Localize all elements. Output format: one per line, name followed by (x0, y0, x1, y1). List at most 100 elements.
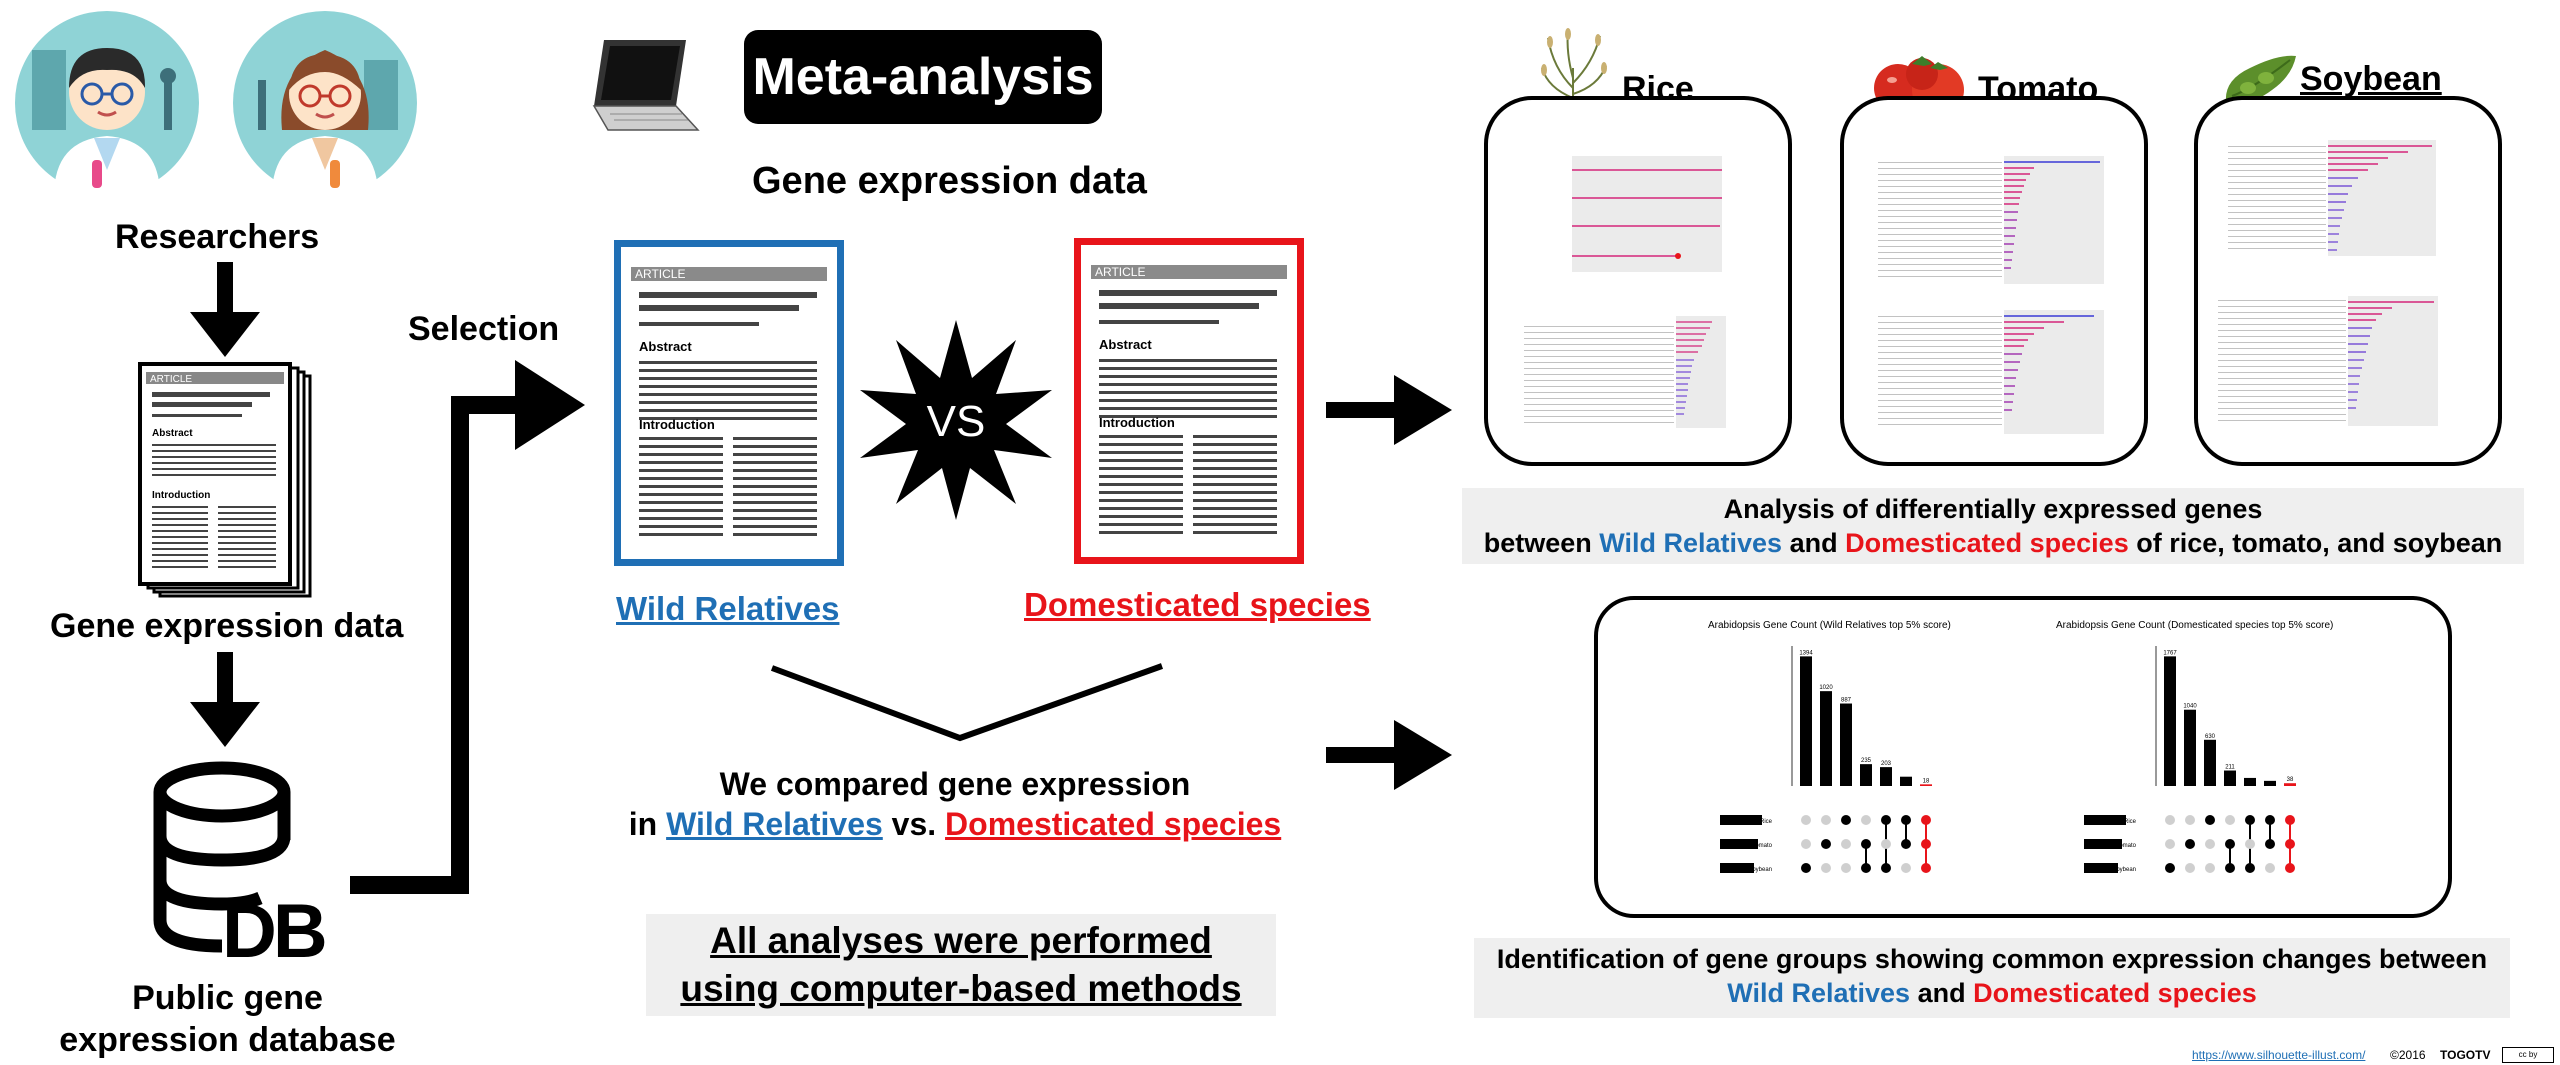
upset-wild-matrix-dot (1801, 863, 1811, 873)
upset-wild-matrix-dot (1861, 863, 1871, 873)
upset-wild-matrix-dot (1841, 863, 1851, 873)
rice-panel (1484, 96, 1792, 466)
upset-dom-set-label-1: Tomato (2116, 843, 2136, 849)
domesticated-label: Domesticated species (1024, 586, 1371, 623)
analysis-and-text: and (1782, 528, 1846, 558)
upset-dom-bar-label-3: 630 (2205, 734, 2216, 740)
upset-wild-set-size-bar-2 (1720, 863, 1754, 873)
upset-dom-set-label-2: Soybean (2112, 867, 2136, 873)
upset-wild-bar-2 (1820, 691, 1832, 786)
gene-expression-data-center-label: Gene expression data (752, 160, 1147, 202)
upset-wild-matrix-dot (1901, 815, 1911, 825)
computer-note-line-2: using computer-based methods (680, 968, 1242, 1009)
footer-copyright: ©2016 (2390, 1048, 2426, 1062)
identification-caption-box (1474, 938, 2510, 1018)
upset-wild-bar-label-5: 203 (1881, 761, 1892, 767)
soybean-icon (2225, 55, 2296, 104)
upset-dom-matrix-dot (2285, 815, 2295, 825)
computer-note-line-1: All analyses were performed (710, 920, 1212, 961)
wild-relatives-label: Wild Relatives (616, 590, 840, 627)
upset-dom-matrix-dot (2265, 863, 2275, 873)
upset-wild-matrix-dot (1921, 863, 1931, 873)
upset-dom-bar-label-2: 1040 (2183, 704, 2197, 710)
compare-wild-text: Wild Relatives (666, 806, 883, 842)
document-stack-icon: ARTICLE Abstract Introduction (138, 362, 312, 598)
upset-dom-bar-4 (2224, 770, 2236, 786)
upset-dom-matrix-dot (2265, 839, 2275, 849)
article-header: ARTICLE (1095, 265, 1146, 279)
abstract-label: Abstract (639, 339, 692, 354)
upset-dom-set-size-bar-0 (2084, 815, 2126, 825)
database-icon (153, 761, 291, 953)
upset-wild-bar-5 (1880, 767, 1892, 786)
gene-expression-data-left-label: Gene expression data (50, 607, 404, 645)
upset-wild-bar-label-1: 1394 (1799, 650, 1813, 656)
laptop-icon (592, 40, 700, 131)
compare-vs-text: vs. (882, 806, 946, 842)
ident-and-text: and (1910, 978, 1974, 1008)
compare-in-text: in (628, 806, 667, 842)
arrow-right-icon (1326, 720, 1452, 790)
upset-right-title: Arabidopsis Gene Count (Domesticated spe… (2056, 620, 2334, 631)
analysis-line-2: between Wild Relatives and Domesticated … (1462, 528, 2524, 559)
upset-dom-matrix-dot (2225, 863, 2235, 873)
arrow-right-icon (1326, 375, 1452, 445)
article-header: ARTICLE (635, 267, 686, 281)
upset-wild-set-label-1: Tomato (1752, 843, 1772, 849)
upset-dom-matrix-dot (2185, 839, 2195, 849)
svg-text:Introduction: Introduction (152, 490, 210, 501)
upset-wild-set-size-bar-0 (1720, 815, 1762, 825)
upset-dom-bar-label-4: 211 (2225, 765, 2235, 771)
researchers-label: Researchers (115, 218, 320, 256)
analysis-tail-text: of rice, tomato, and soybean (2128, 528, 2503, 558)
compare-lines (770, 663, 1164, 742)
footer-url-link[interactable]: https://www.silhouette-illust.com/ (2192, 1048, 2366, 1062)
upset-wild-matrix-dot (1821, 815, 1831, 825)
researcher-female-icon (233, 11, 417, 196)
upset-wild-matrix-dot (1821, 863, 1831, 873)
upset-wild-matrix-dot (1901, 863, 1911, 873)
public-db-label: Public gene expression database (59, 979, 396, 1059)
analysis-line-1: Analysis of differentially expressed gen… (1723, 494, 2263, 524)
upset-wild-bar-4 (1860, 764, 1872, 786)
soybean-panel (2194, 96, 2502, 466)
upset-dom-matrix-dot (2225, 815, 2235, 825)
compare-dom-text: Domesticated species (945, 806, 1282, 842)
upset-wild-matrix-dot (1801, 815, 1811, 825)
tomato-panel (1840, 96, 2148, 466)
upset-dom-bar-2 (2184, 709, 2196, 786)
upset-dom-set-size-bar-2 (2084, 863, 2118, 873)
analysis-between-text: between (1483, 528, 1600, 558)
upset-wild-bar-6 (1900, 776, 1912, 786)
vs-starburst-icon (860, 320, 1052, 520)
upset-dom-matrix-dot (2245, 839, 2255, 849)
upset-dom-set-label-0: Rice (2124, 819, 2137, 825)
upset-dom-bar-1 (2164, 656, 2176, 786)
introduction-label: Introduction (1099, 415, 1175, 430)
upset-dom-matrix-dot (2205, 863, 2215, 873)
upset-wild-matrix-dot (1821, 839, 1831, 849)
upset-left-title: Arabidopsis Gene Count (Wild Relatives t… (1708, 620, 1951, 631)
upset-wild-matrix-dot (1881, 839, 1891, 849)
upset-wild-set-size-bar-1 (1720, 839, 1758, 849)
upset-wild-set-label-0: Rice (1760, 819, 1773, 825)
upset-dom-bar-6 (2264, 780, 2276, 786)
arrow-down-icon (190, 652, 260, 747)
upset-wild-matrix-dot (1841, 815, 1851, 825)
upset-wild-matrix-dot (1921, 815, 1931, 825)
footer-togotv-logo: TOGOTV (2440, 1048, 2491, 1062)
cc-license-icon: cc by (2502, 1047, 2554, 1063)
crop-label-soybean: Soybean (2300, 60, 2442, 98)
upset-wild-matrix-dot (1841, 839, 1851, 849)
upset-wild-bar-label-3: 887 (1841, 698, 1852, 704)
upset-wild-matrix-dot (1921, 839, 1931, 849)
introduction-label: Introduction (639, 417, 715, 432)
upset-dom-matrix-dot (2205, 839, 2215, 849)
upset-dom-matrix-dot (2245, 863, 2255, 873)
upset-wild-matrix-dot (1881, 815, 1891, 825)
upset-wild-bar-label-2: 1020 (1819, 685, 1833, 691)
upset-dom-bar-label-1: 1767 (2163, 650, 2177, 656)
upset-dom-matrix-dot (2245, 815, 2255, 825)
